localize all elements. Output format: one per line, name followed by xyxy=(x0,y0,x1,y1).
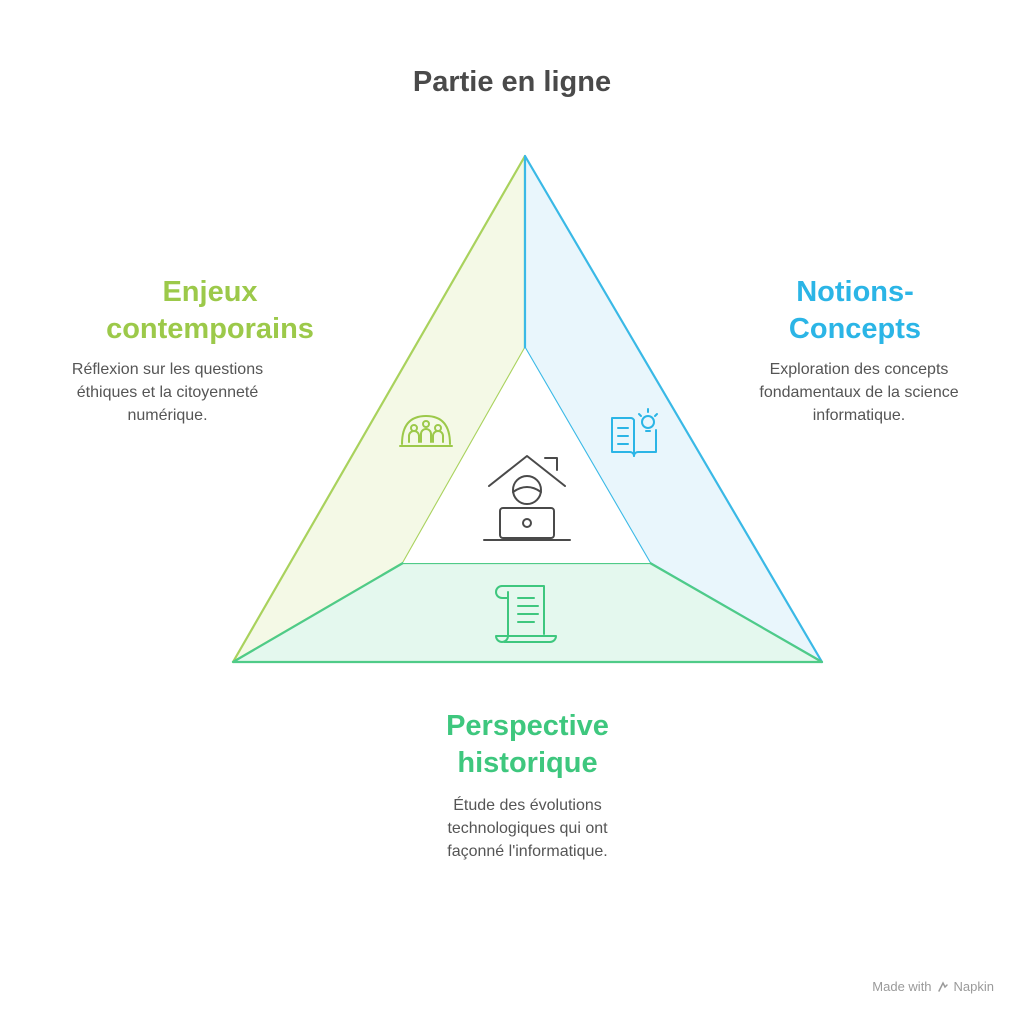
description-perspective-historique: Étude des évolutions technologiques qui … xyxy=(447,797,608,860)
napkin-logo-icon xyxy=(937,980,948,992)
person-laptop-home-icon xyxy=(483,455,571,541)
heading-enjeux-contemporains: Enjeux contemporains xyxy=(106,276,314,345)
people-dome-icon xyxy=(399,415,453,447)
watermark-brand: Napkin xyxy=(953,979,994,994)
heading-notions-concepts: Notions-Concepts xyxy=(788,276,922,345)
scroll-icon xyxy=(495,585,557,643)
description-notions-concepts: Exploration des concepts fondamentaux de… xyxy=(759,361,959,424)
watermark-prefix: Made with xyxy=(872,979,932,994)
heading-perspective-historique: Perspective historique xyxy=(446,710,609,779)
page-title: Partie en ligne xyxy=(412,66,612,98)
napkin-watermark[interactable]: Made with Napkin xyxy=(872,979,994,994)
description-enjeux-contemporains: Réflexion sur les questions éthiques et … xyxy=(71,361,264,424)
book-lightbulb-icon xyxy=(611,408,658,457)
